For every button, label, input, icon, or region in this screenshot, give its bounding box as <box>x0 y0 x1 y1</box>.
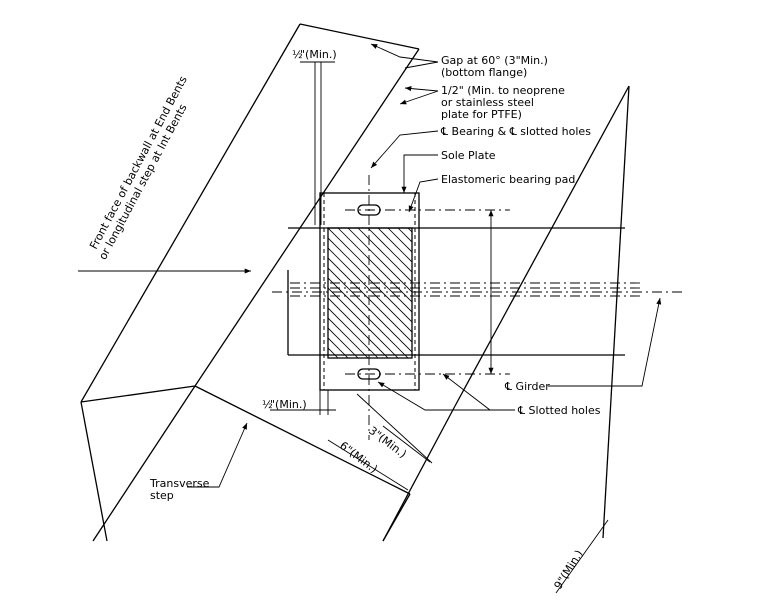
backwall-outline <box>80 23 420 542</box>
pad-hatch-line <box>377 228 412 263</box>
pad-hatch-line <box>328 327 359 358</box>
pad-hatch-line <box>328 317 369 358</box>
half-inch-note-line3: plate for PTFE) <box>441 108 522 121</box>
bearing-pad <box>188 227 548 359</box>
backwall-label-line1: Front face of backwall at End Bents <box>87 74 190 252</box>
half-inch-bottom-frac: ½ <box>262 398 273 411</box>
girder-centerline-label: ℄ Girder <box>504 380 550 393</box>
transverse-step-label-line1: Transverse <box>149 477 210 490</box>
pad-hatch-line <box>328 247 412 333</box>
pad-hatch-line <box>328 357 329 358</box>
three-six-dims <box>327 393 433 491</box>
sole-plate <box>319 192 420 391</box>
pad-hatch-line <box>328 347 339 358</box>
elastomeric-pad-label: Elastomeric bearing pad <box>441 173 575 186</box>
six-inch-label: 6"(Min.) <box>337 439 380 476</box>
girder-band <box>272 227 683 356</box>
leaders <box>78 43 662 488</box>
sole-plate-label: Sole Plate <box>441 149 496 162</box>
gap-label-line1: Gap at 60° (3"Min.) <box>441 54 548 67</box>
nine-inch-label: 9"(Min.) <box>552 548 586 592</box>
pad-hatch-line <box>387 228 412 253</box>
pad-hatch-line <box>328 307 379 358</box>
half-inch-top-dim <box>300 61 335 225</box>
pad-hatch-line <box>347 228 412 293</box>
gap-label-line2: (bottom flange) <box>441 66 527 79</box>
pad-hatch-line <box>328 228 412 313</box>
pad-hatch-line <box>397 228 412 243</box>
half-inch-top-frac: ½ <box>292 48 303 61</box>
pad-hatch-line <box>188 228 318 358</box>
bearing-centerline-label: ℄ Bearing & ℄ slotted holes <box>440 125 591 138</box>
pad-hatch-line <box>328 237 412 323</box>
half-inch-top-label: "(Min.) <box>300 48 337 61</box>
backwall-label: Front face of backwall at End Bents or l… <box>87 74 190 262</box>
pad-hatch-line <box>328 267 412 353</box>
pad-hatch-line <box>328 257 412 343</box>
half-inch-bottom-label: "(Min.) <box>270 398 307 411</box>
slotted-holes-label: ℄ Slotted holes <box>517 404 601 417</box>
pad-hatch-line <box>407 228 412 233</box>
half-inch-note-line1: 1/2" (Min. to neoprene <box>441 84 565 97</box>
transverse-step-label-line2: step <box>150 489 174 502</box>
girder-flange-outline <box>382 85 630 542</box>
pad-hatch-line <box>337 228 412 303</box>
half-inch-note-line2: or stainless steel <box>441 96 534 109</box>
pad-hatch-line <box>357 228 412 283</box>
pad-hatch-line <box>418 228 548 358</box>
pad-hatch-line <box>328 297 389 358</box>
pad-hatch-line <box>328 287 399 358</box>
pad-hatch-line <box>367 228 412 273</box>
nine-inch-dim <box>555 519 609 594</box>
pad-hatch-line <box>328 277 409 358</box>
half-inch-bottom-dim <box>270 390 336 415</box>
